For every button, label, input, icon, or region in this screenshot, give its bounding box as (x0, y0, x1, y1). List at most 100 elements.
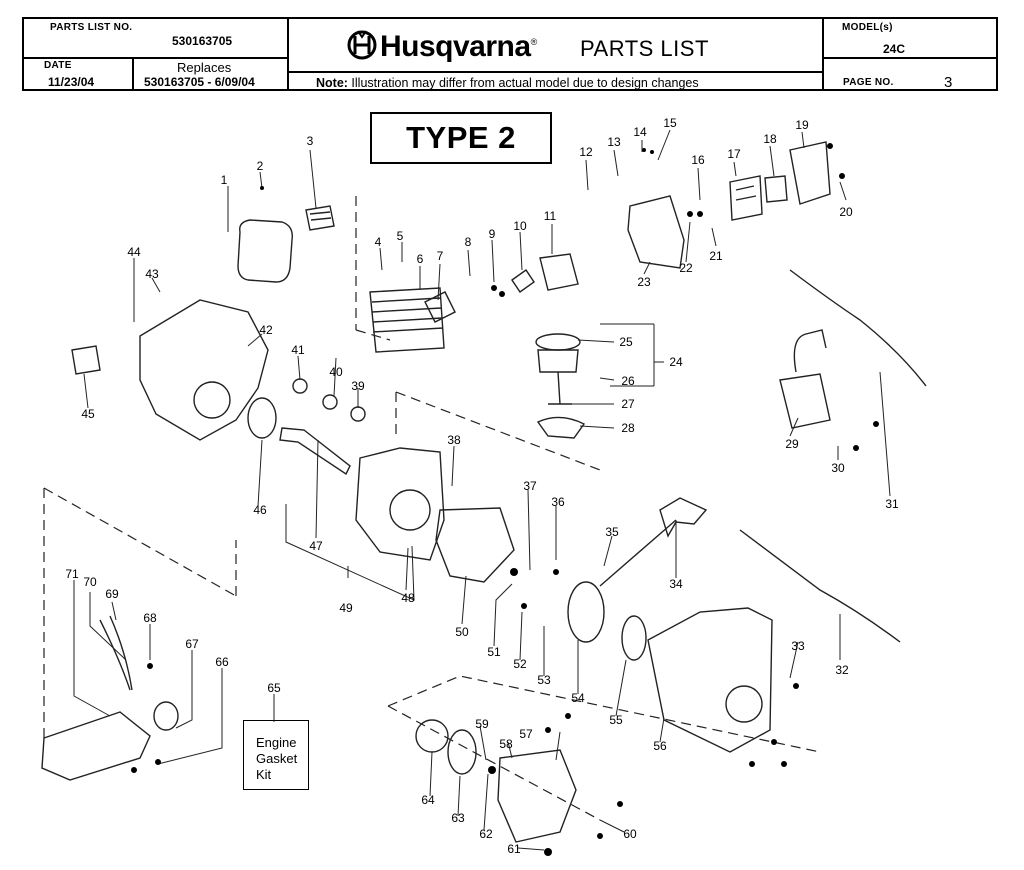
carburetor-part (539, 253, 579, 291)
air-filter-part (764, 175, 788, 203)
callout: 27 (621, 397, 635, 411)
callout: 19 (795, 118, 809, 132)
callout: 28 (621, 421, 635, 435)
rear-cover-part (41, 711, 151, 781)
header-divider (822, 57, 998, 59)
o-ring-part (247, 397, 277, 439)
callout: 51 (487, 645, 501, 659)
kit-line: Engine (256, 735, 297, 750)
callout: 61 (507, 842, 521, 856)
callout: 24 (669, 355, 683, 369)
kit-line: Kit (256, 767, 272, 782)
callout: 20 (839, 205, 853, 219)
parts-list-no-label: PARTS LIST NO. (50, 22, 133, 33)
callout: 63 (451, 811, 465, 825)
flywheel-part (435, 507, 515, 583)
callout: 16 (691, 153, 705, 167)
callout: 4 (375, 235, 382, 249)
date-label: DATE (44, 60, 72, 71)
callout: 7 (437, 249, 444, 263)
callout: 1 (221, 173, 228, 187)
date-value: 11/23/04 (48, 75, 95, 89)
throttle-cable-part (739, 529, 901, 643)
callout: 45 (81, 407, 95, 421)
callout: 57 (519, 727, 533, 741)
brand-name: Husqvarna® (380, 30, 537, 63)
callout: 56 (653, 739, 667, 753)
muffler-part (237, 219, 293, 283)
replaces-value: 530163705 - 6/09/04 (144, 75, 255, 89)
callout: 35 (605, 525, 619, 539)
fan-housing-part (139, 299, 269, 441)
callout: 14 (633, 125, 647, 139)
header-divider (287, 71, 822, 73)
callout: 33 (791, 639, 805, 653)
note-line: Note: Illustration may differ from actua… (316, 76, 699, 90)
connecting-rod-part (548, 371, 572, 405)
crankcase-bore (389, 489, 431, 531)
replaces-label: Replaces (177, 60, 232, 75)
starter-pulley-part (567, 581, 605, 643)
callout: 48 (401, 591, 415, 605)
screen-part (305, 205, 335, 231)
callout: 36 (551, 495, 565, 509)
document-title: PARTS LIST (580, 36, 709, 61)
model-label: MODEL(s) (842, 22, 893, 33)
callout: 23 (637, 275, 651, 289)
air-box-part (627, 195, 685, 269)
callout: 9 (489, 227, 496, 241)
mount-part (447, 729, 477, 775)
callout: 39 (351, 379, 365, 393)
callout: 54 (571, 691, 585, 705)
callout: 43 (145, 267, 159, 281)
callout: 40 (329, 365, 343, 379)
callout: 10 (513, 219, 527, 233)
housing-boss (193, 381, 231, 419)
callout: 64 (421, 793, 435, 807)
callout: 13 (607, 135, 621, 149)
callout: 59 (475, 717, 489, 731)
callout: 6 (417, 252, 424, 266)
clip-45 (71, 345, 101, 375)
callout: 52 (513, 657, 527, 671)
callout: 47 (309, 539, 323, 553)
callout: 55 (609, 713, 623, 727)
header-divider (822, 19, 824, 91)
ignition-coil-part (779, 373, 831, 429)
callout: 26 (621, 374, 635, 388)
callout: 18 (763, 132, 777, 146)
callout: 22 (679, 261, 693, 275)
callout: 60 (623, 827, 637, 841)
rod-plate-part (536, 416, 586, 439)
callout: 46 (253, 503, 267, 517)
callout: 53 (537, 673, 551, 687)
callout: 25 (619, 335, 633, 349)
callout: 42 (259, 323, 273, 337)
model-value: 24C (883, 42, 906, 56)
callout: 34 (669, 577, 683, 591)
crankcase-part (355, 447, 445, 561)
callout: 44 (127, 245, 141, 259)
callout: 11 (544, 209, 557, 223)
callout: 29 (785, 437, 799, 451)
filter-cover-part (729, 175, 763, 221)
cylinder-part (369, 287, 445, 353)
spark-lead (793, 329, 827, 373)
callout: 12 (579, 145, 593, 159)
callout: 62 (479, 827, 493, 841)
engine-gasket-kit-box: Engine Gasket Kit (243, 720, 309, 790)
callout: 8 (465, 235, 472, 249)
carb-gasket-part (511, 269, 535, 293)
bracket-69 (109, 615, 133, 691)
callout: 2 (257, 159, 264, 173)
kit-line: Gasket (256, 751, 298, 766)
callout: 32 (835, 663, 849, 677)
fasteners (131, 143, 879, 856)
parts-list-no: 530163705 (172, 34, 233, 48)
page-number: 3 (944, 74, 953, 91)
callout: 65 (267, 681, 281, 695)
callout: 66 (215, 655, 229, 669)
header-divider (287, 19, 289, 91)
disc-part (415, 719, 449, 753)
starter-handle-part (659, 497, 708, 538)
